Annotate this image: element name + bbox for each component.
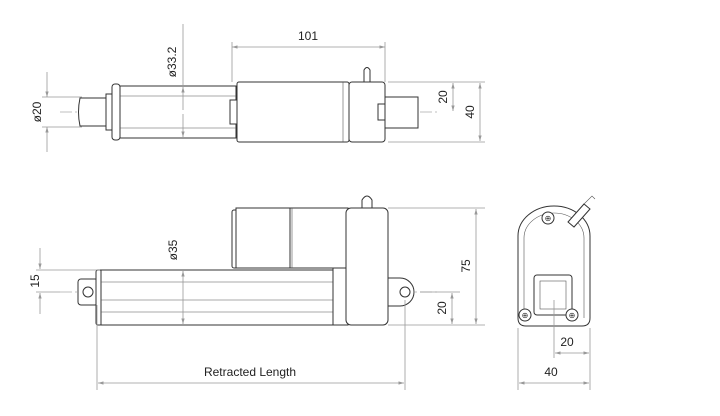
cable — [567, 203, 591, 228]
dim-retracted-length: Retracted Length — [204, 365, 296, 379]
dim-rod-diameter: ø20 — [30, 101, 44, 122]
dim-tube-diameter: ø33.2 — [165, 46, 179, 77]
dim-eye-offset: 15 — [28, 274, 42, 288]
dim-width: 40 — [544, 365, 558, 379]
dim-height: 75 — [459, 259, 473, 273]
side-view: 15 ø35 75 20 Retracted Length — [28, 195, 485, 390]
tube — [119, 85, 237, 139]
dim-height: 40 — [463, 105, 477, 119]
top-view: 101 ø20 ø33.2 20 40 — [30, 24, 485, 152]
dim-tube-diameter: ø35 — [166, 239, 180, 260]
dim-offset: 20 — [560, 335, 574, 349]
output-stub — [384, 96, 419, 129]
rod-end — [78, 97, 107, 127]
dim-offset: 20 — [436, 90, 450, 104]
connector — [361, 195, 373, 209]
end-view: ⊕ ⊕ ⊕ 20 40 — [517, 195, 596, 390]
motor-body — [236, 81, 350, 143]
svg-text:⊕: ⊕ — [522, 311, 529, 320]
screw-icon — [541, 211, 555, 225]
svg-text:⊕: ⊕ — [569, 311, 576, 320]
gear-housing — [345, 207, 389, 326]
motor — [235, 207, 293, 269]
screw-icon — [518, 308, 532, 322]
dim-clevis-offset: 20 — [435, 301, 449, 315]
connector — [363, 67, 371, 83]
tube — [100, 269, 337, 326]
screw-icon — [565, 308, 579, 322]
svg-text:⊕: ⊕ — [545, 214, 552, 223]
dim-length: 101 — [298, 29, 318, 43]
output-square — [533, 274, 573, 316]
